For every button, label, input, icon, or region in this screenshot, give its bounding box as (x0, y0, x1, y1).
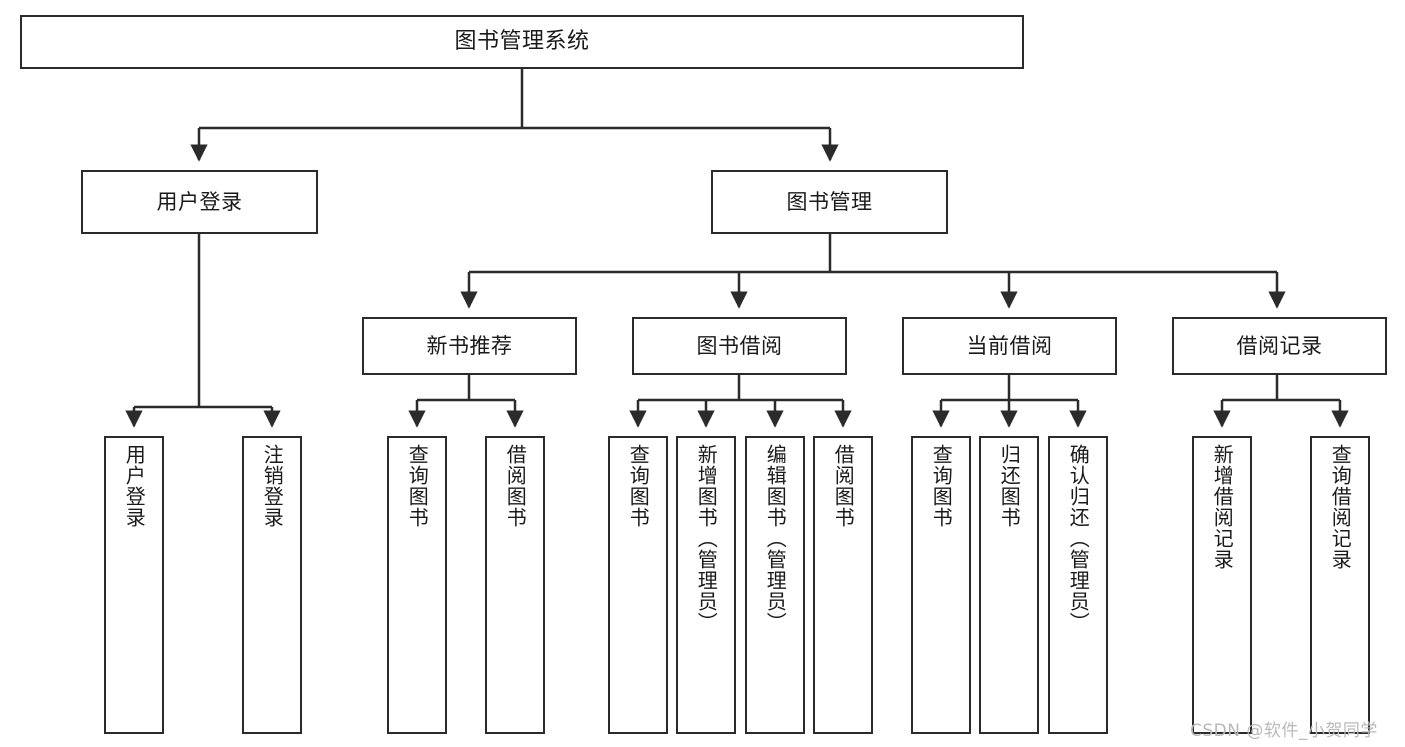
node-label: 查询图书 (405, 444, 430, 528)
node-leaf-user-login[interactable]: 用户登录 (104, 436, 164, 734)
node-label: 借阅图书 (831, 444, 856, 528)
node-leaf-return-book[interactable]: 归还图书 (979, 436, 1039, 734)
node-borrow-record[interactable]: 借阅记录 (1172, 317, 1387, 375)
node-label: 用户登录 (122, 444, 147, 528)
node-label: 借阅记录 (1236, 333, 1323, 358)
node-label: 新增图书（管理员） (694, 444, 719, 633)
node-label: 当前借阅 (966, 333, 1053, 358)
node-leaf-edit-book[interactable]: 编辑图书（管理员） (745, 436, 805, 734)
node-label: 图书借阅 (696, 333, 783, 358)
node-label: 查询图书 (929, 444, 954, 528)
node-leaf-query-record[interactable]: 查询借阅记录 (1310, 436, 1370, 734)
node-label: 注销登录 (260, 444, 285, 528)
node-label: 用户登录 (156, 189, 243, 214)
node-new-book-recommend[interactable]: 新书推荐 (362, 317, 577, 375)
node-leaf-add-record[interactable]: 新增借阅记录 (1192, 436, 1252, 734)
node-label: 确认归还（管理员） (1066, 444, 1091, 633)
node-label: 查询图书 (626, 444, 651, 528)
node-label: 新书推荐 (426, 333, 513, 358)
node-label: 图书管理系统 (454, 29, 590, 55)
node-label: 图书管理 (786, 189, 873, 214)
node-label: 编辑图书（管理员） (763, 444, 788, 633)
node-label: 借阅图书 (503, 444, 528, 528)
node-current-borrow[interactable]: 当前借阅 (902, 317, 1117, 375)
node-user-login[interactable]: 用户登录 (81, 170, 318, 234)
node-book-borrow[interactable]: 图书借阅 (632, 317, 847, 375)
node-leaf-logout[interactable]: 注销登录 (242, 436, 302, 734)
node-leaf-confirm-return[interactable]: 确认归还（管理员） (1048, 436, 1108, 734)
node-leaf-borrow-book-1[interactable]: 借阅图书 (485, 436, 545, 734)
node-leaf-add-book[interactable]: 新增图书（管理员） (676, 436, 736, 734)
node-label: 归还图书 (997, 444, 1022, 528)
node-leaf-borrow-book-2[interactable]: 借阅图书 (813, 436, 873, 734)
node-leaf-query-book-3[interactable]: 查询图书 (911, 436, 971, 734)
node-leaf-query-book-1[interactable]: 查询图书 (387, 436, 447, 734)
node-label: 新增借阅记录 (1210, 444, 1235, 570)
node-root-system[interactable]: 图书管理系统 (20, 15, 1024, 69)
node-leaf-query-book-2[interactable]: 查询图书 (608, 436, 668, 734)
node-label: 查询借阅记录 (1328, 444, 1353, 570)
node-book-manage[interactable]: 图书管理 (711, 170, 948, 234)
